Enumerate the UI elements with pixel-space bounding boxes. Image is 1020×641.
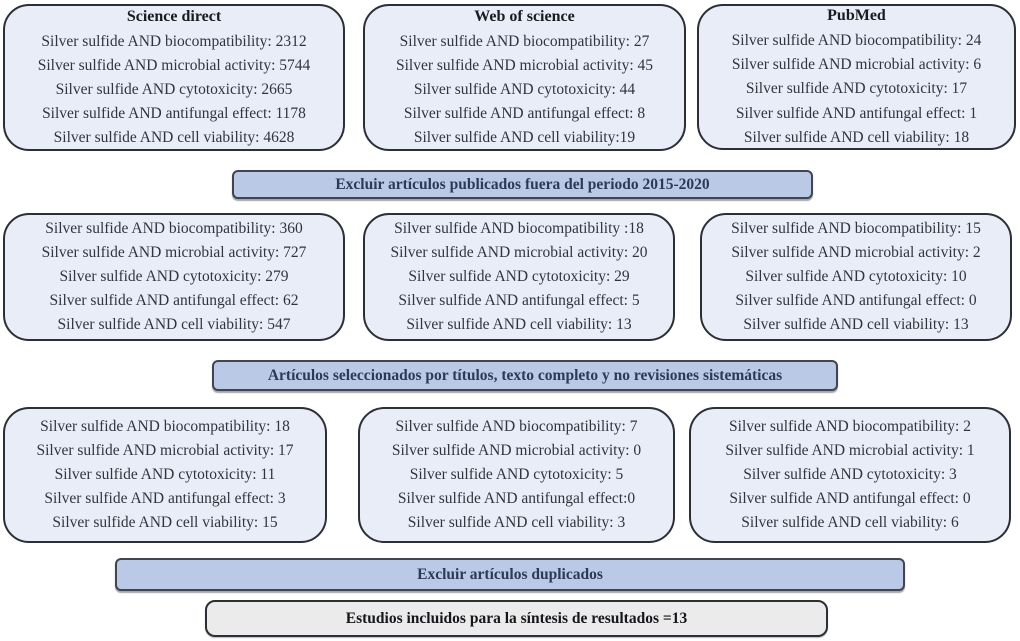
box-stage1-pubmed: PubMed Silver sulfide AND biocompatibili… <box>697 4 1016 150</box>
query-count-line: Silver sulfide AND cytotoxicity: 3 <box>743 465 957 483</box>
box-stage2-web-of-science: Silver sulfide AND biocompatibility :18 … <box>363 213 675 341</box>
query-count-line: Silver sulfide AND cell viability:19 <box>413 129 636 147</box>
query-count-line: Silver sulfide AND microbial activity: 4… <box>396 56 653 74</box>
query-count-line: Silver sulfide AND biocompatibility: 231… <box>41 32 307 50</box>
banner-exclude-period-label: Excluir artículos publicados fuera del p… <box>335 175 710 193</box>
query-count-line: Silver sulfide AND biocompatibility: 27 <box>399 32 650 50</box>
final-included-studies-label: Estudios incluidos para la síntesis de r… <box>345 609 688 627</box>
query-count-line: Silver sulfide AND antifungal effect:0 <box>397 490 636 508</box>
banner-exclude-period: Excluir artículos publicados fuera del p… <box>232 170 813 199</box>
box-stage3-web-of-science: Silver sulfide AND biocompatibility: 7 S… <box>358 407 675 543</box>
box-stage1-science-direct: Science direct Silver sulfide AND biocom… <box>3 4 345 151</box>
query-count-line: Silver sulfide AND cytotoxicity: 29 <box>408 267 630 285</box>
query-count-line: Silver sulfide AND antifungal effect: 0 <box>735 292 977 310</box>
query-count-line: Silver sulfide AND microbial activity: 2… <box>390 243 648 261</box>
query-count-line: Silver sulfide AND antifungal effect: 1 <box>735 104 978 122</box>
query-count-line: Silver sulfide AND microbial activity: 5… <box>37 56 311 74</box>
query-count-line: Silver sulfide AND cell viability: 15 <box>52 514 278 532</box>
query-count-line: Silver sulfide AND microbial activity: 2 <box>731 243 981 261</box>
box-stage2-pubmed: Silver sulfide AND biocompatibility: 15 … <box>700 213 1012 341</box>
database-title-science-direct: Science direct <box>126 7 222 25</box>
query-count-line: Silver sulfide AND cytotoxicity: 279 <box>59 267 289 285</box>
query-count-line: Silver sulfide AND microbial activity: 1… <box>36 441 294 459</box>
query-count-line: Silver sulfide AND cell viability: 3 <box>407 514 626 532</box>
query-count-line: Silver sulfide AND cytotoxicity: 44 <box>413 80 636 98</box>
query-count-line: Silver sulfide AND antifungal effect: 3 <box>44 490 286 508</box>
query-count-line: Silver sulfide AND antifungal effect: 62 <box>49 292 299 310</box>
box-stage2-science-direct: Silver sulfide AND biocompatibility: 360… <box>3 213 345 341</box>
banner-selection-criteria-label: Artículos seleccionados por títulos, tex… <box>267 366 783 384</box>
query-count-line: Silver sulfide AND biocompatibility: 2 <box>729 417 971 435</box>
query-count-line: Silver sulfide AND microbial activity: 7… <box>41 243 307 261</box>
box-stage1-web-of-science: Web of science Silver sulfide AND biocom… <box>363 4 686 151</box>
database-title-pubmed: PubMed <box>827 7 886 25</box>
query-count-line: Silver sulfide AND cell viability: 13 <box>406 316 632 334</box>
query-count-line: Silver sulfide AND microbial activity: 0 <box>391 441 642 459</box>
query-count-line: Silver sulfide AND cytotoxicity: 5 <box>409 465 624 483</box>
box-stage3-pubmed: Silver sulfide AND biocompatibility: 2 S… <box>689 407 1011 543</box>
query-count-line: Silver sulfide AND cell viability: 6 <box>741 514 959 532</box>
query-count-line: Silver sulfide AND antifungal effect: 5 <box>398 292 640 310</box>
query-count-line: Silver sulfide AND cell viability: 18 <box>743 128 970 146</box>
banner-selection-criteria: Artículos seleccionados por títulos, tex… <box>212 360 838 391</box>
banner-exclude-duplicates-label: Excluir artículos duplicados <box>417 565 603 583</box>
box-stage3-science-direct: Silver sulfide AND biocompatibility: 18 … <box>3 407 327 543</box>
query-count-line: Silver sulfide AND cell viability: 4628 <box>53 129 295 147</box>
database-title-web-of-science: Web of science <box>474 7 575 25</box>
query-count-line: Silver sulfide AND cytotoxicity: 10 <box>745 267 967 285</box>
query-count-line: Silver sulfide AND cytotoxicity: 11 <box>54 465 276 483</box>
query-count-line: Silver sulfide AND antifungal effect: 0 <box>729 490 971 508</box>
query-count-line: Silver sulfide AND biocompatibility: 360 <box>45 219 303 237</box>
query-count-line: Silver sulfide AND antifungal effect: 8 <box>403 105 646 123</box>
query-count-line: Silver sulfide AND microbial activity: 1 <box>725 441 975 459</box>
query-count-line: Silver sulfide AND biocompatibility: 15 <box>731 219 981 237</box>
query-count-line: Silver sulfide AND biocompatibility: 18 <box>40 417 290 435</box>
query-count-line: Silver sulfide AND biocompatibility: 7 <box>395 417 638 435</box>
query-count-line: Silver sulfide AND cytotoxicity: 17 <box>745 80 968 98</box>
final-included-studies-box: Estudios incluidos para la síntesis de r… <box>205 600 828 637</box>
query-count-line: Silver sulfide AND antifungal effect: 11… <box>42 105 306 123</box>
banner-exclude-duplicates: Excluir artículos duplicados <box>115 558 905 591</box>
query-count-line: Silver sulfide AND cell viability: 13 <box>743 316 969 334</box>
query-count-line: Silver sulfide AND biocompatibility :18 <box>394 219 644 237</box>
query-count-line: Silver sulfide AND cell viability: 547 <box>57 316 291 334</box>
query-count-line: Silver sulfide AND microbial activity: 6 <box>731 56 982 74</box>
query-count-line: Silver sulfide AND cytotoxicity: 2665 <box>55 80 293 98</box>
query-count-line: Silver sulfide AND biocompatibility: 24 <box>731 32 982 50</box>
